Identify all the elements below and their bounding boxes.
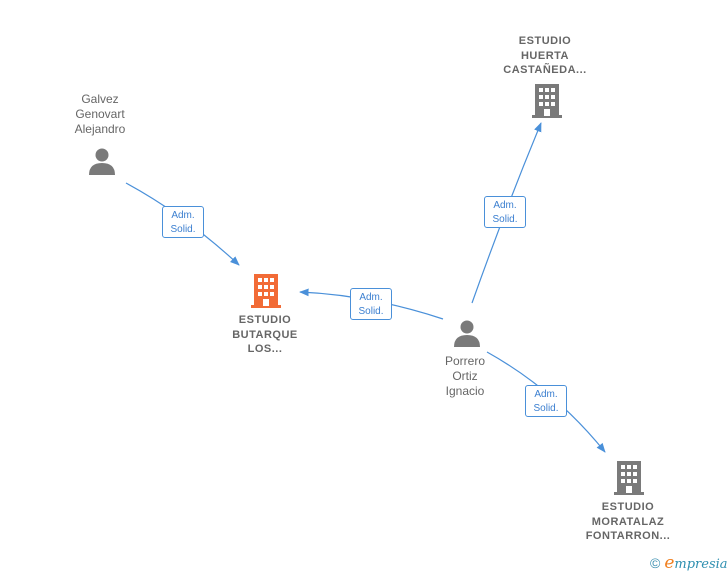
- edge-label-porrero-huerta[interactable]: Adm. Solid.: [484, 196, 526, 228]
- node-label-porrero: Porrero Ortiz Ignacio: [444, 354, 485, 398]
- node-label-moratalaz: ESTUDIO MORATALAZ FONTARRON...: [585, 501, 671, 542]
- copyright-icon: ©: [650, 555, 661, 571]
- brand-footer: © empresia: [650, 553, 728, 573]
- building-icon[interactable]: [532, 84, 562, 118]
- node-label-huerta: ESTUDIO HUERTA CASTAÑEDA...: [503, 35, 587, 76]
- building-icon[interactable]: [614, 461, 644, 495]
- node-label-butarque: ESTUDIO BUTARQUE LOS...: [232, 314, 298, 355]
- building-icon-highlight[interactable]: [251, 274, 281, 308]
- edge-label-porrero-moratalaz[interactable]: Adm. Solid.: [525, 385, 567, 417]
- edge-label-galvez-butarque[interactable]: Adm. Solid.: [162, 206, 204, 238]
- person-icon[interactable]: [452, 318, 482, 348]
- node-label-galvez: Galvez Genovart Alejandro: [74, 92, 126, 136]
- edge-label-porrero-butarque[interactable]: Adm. Solid.: [350, 288, 392, 320]
- brand-logo: empresia: [664, 553, 728, 573]
- person-icon[interactable]: [87, 146, 117, 176]
